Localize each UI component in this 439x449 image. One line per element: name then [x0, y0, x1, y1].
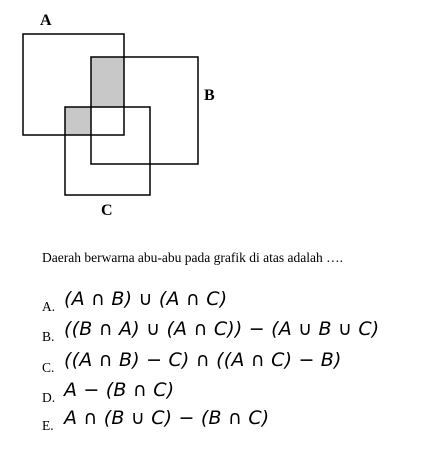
- set-b-rect: [90, 56, 199, 165]
- option-c-expression: ((A ∩ B) − C) ∩ ((A ∩ C) − B): [64, 349, 342, 371]
- option-d-letter: D.: [42, 390, 56, 405]
- option-d-expression: A − (B ∩ C): [64, 379, 175, 401]
- option-e[interactable]: E. A ∩ (B ∪ C) − (B ∩ C): [42, 407, 270, 433]
- option-c-letter: C.: [42, 360, 55, 375]
- set-a-label: A: [40, 12, 52, 29]
- option-b-expression: ((B ∩ A) ∪ (A ∩ C)) − (A ∪ B ∪ C): [64, 318, 380, 340]
- set-c-label: C: [101, 202, 113, 219]
- option-a[interactable]: A. (A ∩ B) ∪ (A ∩ C): [42, 288, 228, 314]
- option-d[interactable]: D. A − (B ∩ C): [42, 379, 175, 405]
- option-b-letter: B.: [42, 329, 55, 344]
- option-a-expression: (A ∩ B) ∪ (A ∩ C): [64, 288, 228, 310]
- option-a-letter: A.: [42, 299, 56, 314]
- set-c-rect: [64, 106, 151, 196]
- set-b-label: B: [204, 87, 215, 104]
- option-c[interactable]: C. ((A ∩ B) − C) ∩ ((A ∩ C) − B): [42, 349, 342, 375]
- question-text: Daerah berwarna abu-abu pada grafik di a…: [42, 250, 343, 265]
- shaded-region-a-b-only: [91, 57, 124, 107]
- option-e-letter: E.: [42, 418, 54, 433]
- option-b[interactable]: B. ((B ∩ A) ∪ (A ∩ C)) − (A ∪ B ∪ C): [42, 318, 380, 344]
- venn-diagram: A B C: [22, 12, 215, 219]
- option-e-expression: A ∩ (B ∪ C) − (B ∩ C): [64, 407, 270, 429]
- shaded-region-a-c-only: [65, 107, 91, 135]
- set-a-rect: [22, 33, 125, 136]
